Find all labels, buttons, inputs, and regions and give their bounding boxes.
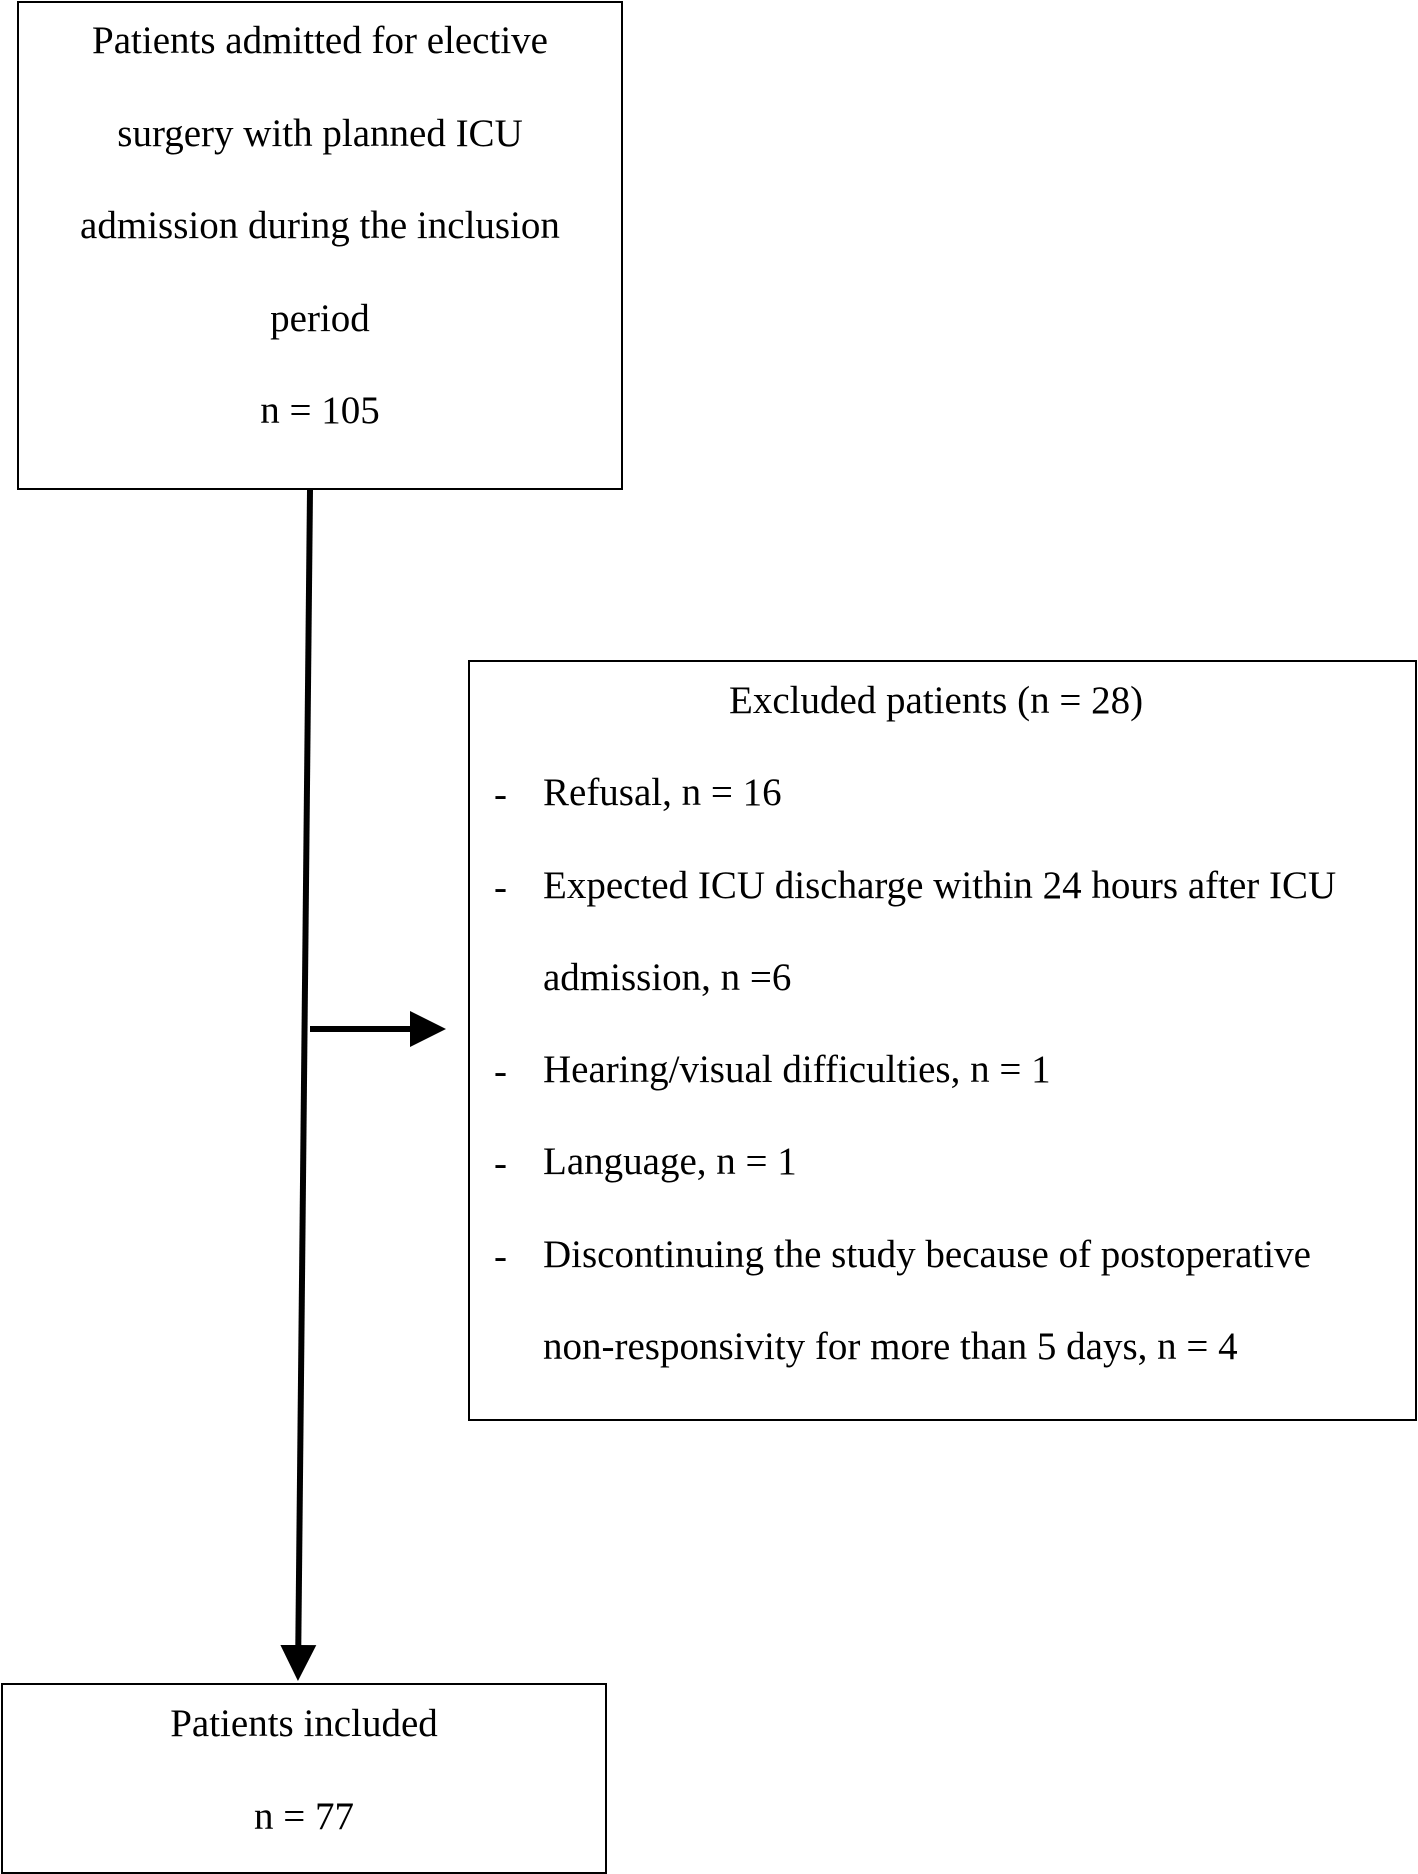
- bullet-marker: -: [494, 773, 507, 816]
- excluded-item-discontinuing-cont: non-responsivity for more than 5 days, n…: [543, 1325, 1238, 1368]
- excluded-item-icu-discharge: Expected ICU discharge within 24 hours a…: [543, 864, 1337, 907]
- enrollment-count: n = 105: [260, 389, 380, 432]
- bullet-marker: -: [494, 1142, 507, 1185]
- bullet-marker: -: [494, 1050, 507, 1093]
- enrollment-line-4: period: [270, 297, 370, 340]
- excluded-box: Excluded patients (n = 28) - Refusal, n …: [468, 660, 1417, 1421]
- excluded-title: Excluded patients (n = 28): [729, 679, 1144, 722]
- bullet-marker: -: [494, 866, 507, 909]
- excluded-item-hearing-visual: Hearing/visual difficulties, n = 1: [543, 1048, 1051, 1091]
- enrollment-line-2: surgery with planned ICU: [117, 112, 523, 155]
- included-title: Patients included: [170, 1702, 438, 1745]
- main-flow-arrow: [280, 489, 317, 1681]
- included-box: Patients included n = 77: [1, 1683, 607, 1874]
- enrollment-line-3: admission during the inclusion: [80, 204, 560, 247]
- excluded-item-language: Language, n = 1: [543, 1140, 797, 1183]
- excluded-item-discontinuing: Discontinuing the study because of posto…: [543, 1233, 1311, 1276]
- bullet-marker: -: [494, 1235, 507, 1278]
- included-count: n = 77: [254, 1795, 354, 1838]
- excluded-item-icu-discharge-cont: admission, n =6: [543, 956, 792, 999]
- enrollment-line-1: Patients admitted for elective: [92, 19, 548, 62]
- enrollment-box: Patients admitted for elective surgery w…: [17, 1, 623, 490]
- excluded-item-refusal: Refusal, n = 16: [543, 771, 782, 814]
